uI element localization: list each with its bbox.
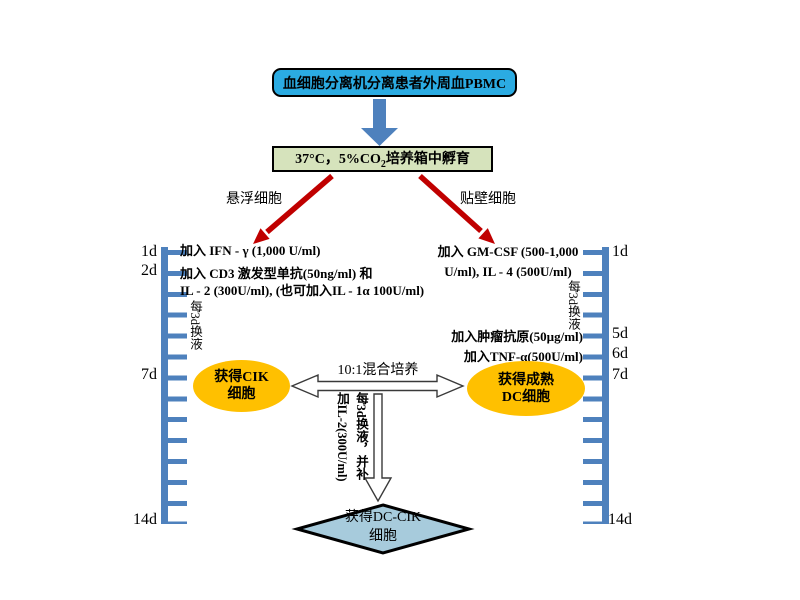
coculture-note-media: 每3d换液，并补 — [354, 392, 368, 481]
dc-timeline-bar — [602, 247, 609, 524]
incubation-label: 37°C，5%CO2培养箱中孵育 — [295, 152, 470, 170]
adherent-cells-label: 贴壁细胞 — [460, 192, 516, 207]
down-arrow-icon — [361, 99, 398, 146]
dc-step-antigen: 加入肿瘤抗原(50µg/ml) — [451, 329, 583, 344]
final-result-label: 获得DC-CIK 细胞 — [313, 508, 453, 546]
cik-day-2: 2d — [141, 262, 157, 279]
incubation-box: 37°C，5%CO2培养箱中孵育 — [272, 146, 493, 172]
cik-timeline-ticks — [168, 250, 187, 524]
cik-media-change-note: 每3d换液 — [188, 300, 202, 350]
dc-day-6: 6d — [612, 345, 628, 362]
cik-day-1: 1d — [141, 243, 157, 260]
coculture-ratio-label: 10:1混合培养 — [337, 363, 419, 378]
dc-day-1: 1d — [612, 243, 628, 260]
coculture-note-il2: 加IL-2(300U/ml) — [335, 392, 349, 482]
pbmc-source-box: 血细胞分离机分离患者外周血PBMC — [272, 68, 517, 97]
adherent-arrowhead-icon — [478, 228, 495, 244]
dc-timeline-ticks — [583, 250, 602, 524]
cik-step-ifn: 加入 IFN - γ (1,000 U/ml) — [180, 243, 321, 258]
coculture-double-arrow-icon — [290, 373, 465, 399]
cik-result-line2: 细胞 — [227, 387, 256, 402]
cik-day-7: 7d — [141, 366, 157, 383]
dc-day-5: 5d — [612, 325, 628, 342]
dc-result-line2: DC细胞 — [501, 389, 551, 405]
dc-result-line1: 获得成熟 — [498, 372, 554, 388]
final-result-line2: 细胞 — [369, 529, 397, 544]
dc-day-14: 14d — [608, 511, 632, 528]
suspension-arrowhead-icon — [253, 228, 270, 244]
suspension-cells-label: 悬浮细胞 — [226, 192, 282, 207]
suspension-arrow-icon — [265, 173, 334, 235]
dc-step-tnf: 加入TNF-α(500U/ml) — [463, 349, 583, 364]
cik-day-14: 14d — [133, 511, 157, 528]
dc-media-change-note: 每3d换液 — [566, 280, 580, 330]
dc-day-7: 7d — [612, 366, 628, 383]
dc-timeline — [583, 247, 609, 524]
pbmc-source-label: 血细胞分离机分离患者外周血PBMC — [282, 76, 507, 92]
cik-timeline-bar — [161, 247, 168, 524]
coculture-down-arrow-icon — [363, 393, 393, 503]
final-result-diamond — [291, 503, 475, 555]
cik-step-il2: IL - 2 (300U/ml), (也可加入IL - 1α 100U/ml) — [180, 283, 425, 298]
cik-timeline — [161, 247, 187, 524]
cik-result-ellipse: 获得CIK 细胞 — [193, 360, 290, 412]
final-result-line1: 获得DC-CIK — [344, 510, 422, 525]
cik-step-cd3: 加入 CD3 激发型单抗(50ng/ml) 和 — [180, 266, 373, 281]
cik-result-line1: 获得CIK — [214, 370, 269, 385]
dc-result-ellipse: 获得成熟 DC细胞 — [467, 361, 585, 416]
adherent-arrow-icon — [418, 173, 483, 234]
